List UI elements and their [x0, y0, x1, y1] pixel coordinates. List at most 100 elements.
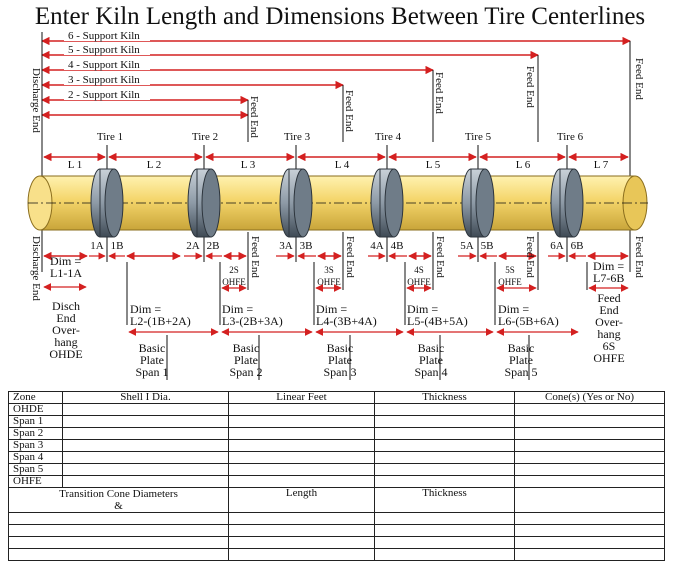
kiln-tires — [90, 168, 584, 238]
table-row: Span 2 — [8, 427, 665, 440]
tire-1 — [90, 168, 124, 238]
tire-labels: Tire 1 Tire 2 Tire 3 Tire 4 Tire 5 Tire … — [97, 131, 584, 143]
zone-ohfe: OHFE — [8, 475, 63, 488]
input-cell[interactable] — [62, 427, 229, 440]
feed-overhang-line2: End — [599, 303, 618, 317]
input-cell[interactable] — [374, 451, 515, 464]
input-cell[interactable] — [228, 524, 375, 537]
span-1-line2: Plate — [140, 353, 164, 367]
span-2-line1: Basic — [233, 341, 260, 355]
input-cell[interactable] — [228, 463, 375, 476]
span-3-line2: Plate — [328, 353, 352, 367]
input-cell[interactable] — [514, 548, 665, 561]
input-cell[interactable] — [514, 536, 665, 549]
support-6-label: 6 - Support Kiln — [68, 30, 140, 42]
input-cell[interactable] — [514, 415, 665, 428]
dim-7-line2: L7-6B — [593, 271, 624, 285]
input-cell[interactable] — [62, 403, 229, 416]
support-2-label: 2 - Support Kiln — [68, 89, 140, 101]
input-cell[interactable] — [514, 403, 665, 416]
input-cell[interactable] — [228, 427, 375, 440]
disch-overhang-line5: OHDE — [49, 347, 82, 361]
span-labels: Basic Plate Span 1 Basic Plate Span 2 Ba… — [136, 341, 538, 379]
tire-1-label: Tire 1 — [97, 131, 123, 143]
input-cell[interactable] — [514, 512, 665, 525]
input-cell[interactable] — [228, 548, 375, 561]
table-row: Span 4 — [8, 451, 665, 464]
input-cell[interactable] — [62, 475, 229, 488]
input-cell[interactable] — [374, 548, 515, 561]
span-5-line1: Basic — [508, 341, 535, 355]
disch-overhang-line2: End — [56, 311, 75, 325]
dim-5-line2: L5-(4B+5A) — [407, 314, 468, 328]
feed-overhang-line3: Over- — [595, 315, 623, 329]
input-cell[interactable] — [374, 463, 515, 476]
input-cell[interactable] — [228, 415, 375, 428]
input-cell[interactable] — [228, 451, 375, 464]
dim-4b-label: 4B — [391, 240, 404, 252]
tire-3-label: Tire 3 — [284, 131, 311, 143]
input-cell[interactable] — [62, 463, 229, 476]
zone-span-1: Span 1 — [8, 415, 63, 428]
input-cell[interactable] — [374, 415, 515, 428]
zone-span-4: Span 4 — [8, 451, 63, 464]
input-cell[interactable] — [228, 512, 375, 525]
input-cell[interactable] — [8, 512, 229, 525]
tire-5 — [461, 168, 495, 238]
dim-formulas: Dim = L1-1A Dim = L2-(1B+2A) Dim = L3-(2… — [43, 254, 629, 336]
input-cell[interactable] — [8, 548, 229, 561]
segment-l4-label: L 4 — [335, 159, 350, 171]
dim-1-line2: L1-1A — [50, 266, 82, 280]
header-transition-thickness: Thickness — [374, 487, 515, 513]
input-cell[interactable] — [8, 536, 229, 549]
header-transition-cone-text: Transition Cone Diameters — [59, 488, 178, 501]
input-cell[interactable] — [228, 403, 375, 416]
header-cones: Cone(s) (Yes or No) — [514, 391, 665, 404]
tire-6 — [550, 168, 584, 238]
zone-span-2: Span 2 — [8, 427, 63, 440]
header-shell-dia: Shell I Dia. — [62, 391, 229, 404]
ohfe-word-2: OHFE — [222, 277, 246, 287]
input-cell[interactable] — [62, 439, 229, 452]
input-cell[interactable] — [514, 487, 665, 513]
input-cell[interactable] — [62, 415, 229, 428]
input-cell[interactable] — [228, 536, 375, 549]
feed-overhang-line4: hang — [597, 327, 620, 341]
page-title: Enter Kiln Length and Dimensions Between… — [35, 3, 645, 30]
dim-5-line1: Dim = — [407, 302, 438, 316]
input-cell[interactable] — [374, 512, 515, 525]
input-cell[interactable] — [514, 439, 665, 452]
dim-6-line1: Dim = — [498, 302, 529, 316]
input-cell[interactable] — [228, 439, 375, 452]
discharge-end-label-top: Discharge End — [30, 68, 42, 133]
input-cell[interactable] — [374, 536, 515, 549]
input-cell[interactable] — [8, 524, 229, 537]
ohfe-code-3s: 3S — [324, 265, 334, 275]
input-cell[interactable] — [514, 451, 665, 464]
feed-end-label-6: Feed End — [633, 58, 645, 100]
support-5-label: 5 - Support Kiln — [68, 44, 140, 56]
feed-end-label-3: Feed End — [343, 90, 355, 132]
table-row — [8, 548, 665, 561]
ohfe-word-3: OHFE — [317, 277, 341, 287]
input-cell[interactable] — [514, 475, 665, 488]
input-cell[interactable] — [228, 475, 375, 488]
input-cell[interactable] — [62, 451, 229, 464]
header-zone: Zone — [8, 391, 63, 404]
input-cell[interactable] — [514, 524, 665, 537]
input-cell[interactable] — [374, 439, 515, 452]
segment-l7-label: L 7 — [594, 159, 609, 171]
feed-end-lower-label-4: Feed End — [434, 236, 446, 278]
input-cell[interactable] — [514, 427, 665, 440]
input-cell[interactable] — [514, 463, 665, 476]
input-cell[interactable] — [374, 427, 515, 440]
ohfe-code-5s: 5S — [505, 265, 515, 275]
ab-dimension-row: 1A 1B 2A 2B 3A 3B 4A 4B 5A 5B 6A 6B — [43, 240, 629, 261]
span-2-line2: Plate — [234, 353, 258, 367]
table-row — [8, 536, 665, 549]
input-cell[interactable] — [374, 403, 515, 416]
disch-overhang-line4: hang — [54, 335, 77, 349]
input-cell[interactable] — [374, 524, 515, 537]
input-cell[interactable] — [374, 475, 515, 488]
support-4-label: 4 - Support Kiln — [68, 59, 140, 71]
